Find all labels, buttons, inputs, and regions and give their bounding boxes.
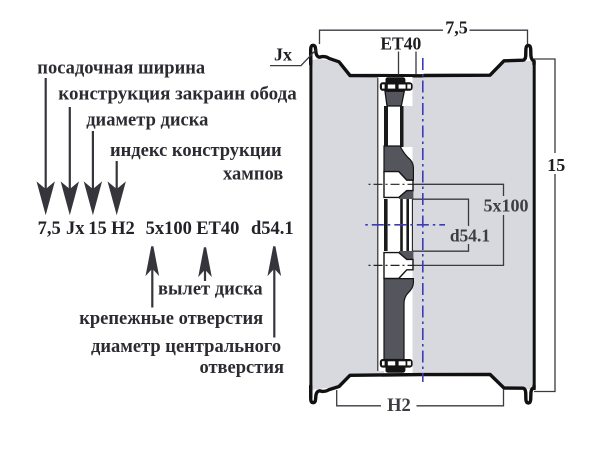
svg-text:5x100: 5x100 bbox=[146, 219, 192, 239]
svg-text:15: 15 bbox=[88, 219, 107, 239]
svg-text:отверстия: отверстия bbox=[199, 358, 284, 378]
svg-text:7,5: 7,5 bbox=[38, 219, 61, 239]
svg-text:крепежные отверстия: крепежные отверстия bbox=[79, 309, 263, 329]
svg-text:диаметр диска: диаметр диска bbox=[86, 111, 208, 131]
svg-text:хампов: хампов bbox=[223, 165, 283, 185]
svg-text:диаметр центрального: диаметр центрального bbox=[91, 337, 281, 357]
svg-text:H2: H2 bbox=[111, 219, 135, 239]
svg-text:ET40: ET40 bbox=[380, 34, 421, 54]
svg-text:5x100: 5x100 bbox=[484, 196, 529, 216]
svg-text:индекс конструкции: индекс конструкции bbox=[110, 141, 282, 161]
svg-text:посадочная ширина: посадочная ширина bbox=[37, 59, 205, 79]
svg-text:Jx: Jx bbox=[274, 45, 292, 65]
svg-text:ET40: ET40 bbox=[196, 219, 239, 239]
svg-text:конструкция закраин обода: конструкция закраин обода bbox=[58, 84, 297, 105]
svg-text:Jx: Jx bbox=[66, 219, 85, 239]
svg-text:d54.1: d54.1 bbox=[450, 226, 490, 246]
svg-text:H2: H2 bbox=[387, 396, 411, 416]
svg-text:7,5: 7,5 bbox=[445, 18, 468, 38]
svg-text:вылет диска: вылет диска bbox=[158, 280, 263, 300]
svg-text:d54.1: d54.1 bbox=[251, 219, 294, 239]
svg-text:15: 15 bbox=[547, 155, 565, 175]
